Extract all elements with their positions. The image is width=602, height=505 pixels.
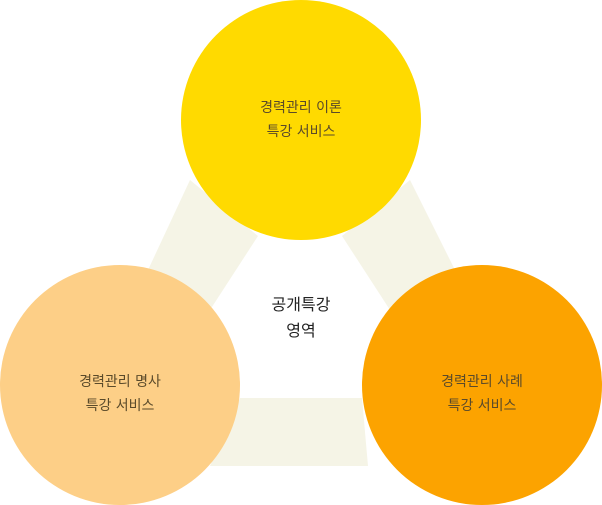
circle-case-line2: 특강 서비스 bbox=[447, 398, 517, 414]
circle-theory-label: 경력관리 이론 특강 서비스 bbox=[201, 96, 401, 144]
connector-bands bbox=[148, 180, 455, 466]
center-label: 공개특강 영역 bbox=[241, 292, 361, 344]
circle-mentor-label: 경력관리 명사 특강 서비스 bbox=[20, 370, 220, 418]
circle-case-label: 경력관리 사례 특강 서비스 bbox=[382, 370, 582, 418]
circle-mentor bbox=[0, 265, 240, 505]
circle-theory bbox=[181, 0, 421, 240]
connector-bottom bbox=[210, 398, 368, 466]
circle-case-line1: 경력관리 사례 bbox=[441, 374, 523, 390]
center-line1: 공개특강 bbox=[271, 295, 331, 314]
circle-mentor-line1: 경력관리 명사 bbox=[79, 374, 161, 390]
circle-case bbox=[362, 265, 602, 505]
connector-right bbox=[342, 180, 455, 310]
circle-theory-line1: 경력관리 이론 bbox=[260, 100, 342, 116]
circle-mentor-line2: 특강 서비스 bbox=[85, 398, 155, 414]
circle-theory-line2: 특강 서비스 bbox=[266, 124, 336, 140]
connector-left bbox=[148, 180, 258, 310]
center-line2: 영역 bbox=[286, 321, 316, 340]
